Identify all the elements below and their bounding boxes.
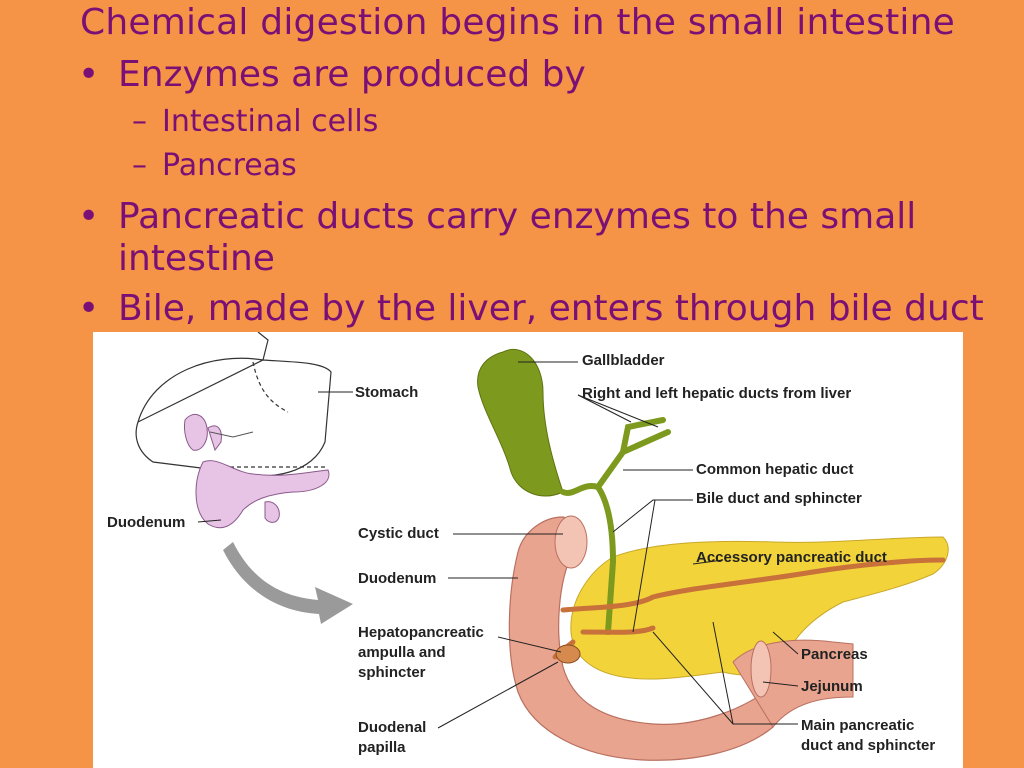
small-ducts xyxy=(209,431,254,438)
label-hepatic-ducts: Right and left hepatic ducts from liver xyxy=(582,385,851,402)
sub-bullet-intestinal-cells: –Intestinal cells xyxy=(132,104,378,139)
bullet-bile: • Bile, made by the liver, enters through… xyxy=(78,288,984,330)
dash-glyph: – xyxy=(132,148,147,183)
bullet-text: Enzymes are produced by xyxy=(118,54,586,95)
label-bile-duct: Bile duct and sphincter xyxy=(696,490,862,507)
bullet-glyph: • xyxy=(78,288,100,329)
sub-bullet-text: Pancreas xyxy=(162,148,297,183)
label-ampulla-line3: sphincter xyxy=(358,664,426,681)
small-pancreas-duodenum xyxy=(184,413,330,529)
dash-glyph: – xyxy=(132,104,147,139)
label-jejunum: Jejunum xyxy=(801,678,863,695)
label-main-duct-line2: duct and sphincter xyxy=(801,737,935,754)
bullet-enzymes: • Enzymes are produced by xyxy=(78,54,586,96)
pancreas-shape xyxy=(570,536,949,680)
anatomy-diagram: Stomach Duodenum Gallbladder Right and l… xyxy=(107,332,949,761)
label-pancreas: Pancreas xyxy=(801,646,868,663)
label-papilla-line2: papilla xyxy=(358,739,406,756)
label-duodenum-small: Duodenum xyxy=(107,514,185,531)
ampulla-sphincter xyxy=(555,644,581,664)
sub-bullet-pancreas: –Pancreas xyxy=(132,148,297,183)
label-common-hepatic-duct: Common hepatic duct xyxy=(696,461,854,478)
leader-lines xyxy=(197,361,799,729)
label-stomach: Stomach xyxy=(355,384,418,401)
bullet-text-line2: intestine xyxy=(118,238,275,279)
label-ampulla-line1: Hepatopancreatic xyxy=(358,624,484,641)
label-main-duct-line1: Main pancreatic xyxy=(801,717,914,734)
label-papilla-line1: Duodenal xyxy=(358,719,426,736)
arrow-icon xyxy=(223,542,353,624)
bullet-pancreatic-ducts: • Pancreatic ducts carry enzymes to the s… xyxy=(78,196,916,280)
bullet-text-line1: Pancreatic ducts carry enzymes to the sm… xyxy=(118,196,917,237)
label-ampulla-line2: ampulla and xyxy=(358,644,446,661)
gallbladder-shape xyxy=(477,349,564,497)
bullet-text: Bile, made by the liver, enters through … xyxy=(118,288,984,329)
label-accessory-duct: Accessory pancreatic duct xyxy=(696,549,887,566)
jejunum-opening xyxy=(750,640,772,698)
label-duodenum: Duodenum xyxy=(358,570,436,587)
bullet-glyph: • xyxy=(78,54,100,95)
slide-title: Chemical digestion begins in the small i… xyxy=(80,2,955,43)
bile-ducts xyxy=(560,417,671,635)
duodenum-opening xyxy=(554,515,588,569)
stomach-outline xyxy=(135,332,332,477)
label-cystic-duct: Cystic duct xyxy=(358,525,439,542)
bullet-glyph: • xyxy=(78,196,100,237)
anatomy-figure: Stomach Duodenum Gallbladder Right and l… xyxy=(93,332,963,768)
label-gallbladder: Gallbladder xyxy=(582,352,665,369)
sub-bullet-text: Intestinal cells xyxy=(162,104,379,139)
